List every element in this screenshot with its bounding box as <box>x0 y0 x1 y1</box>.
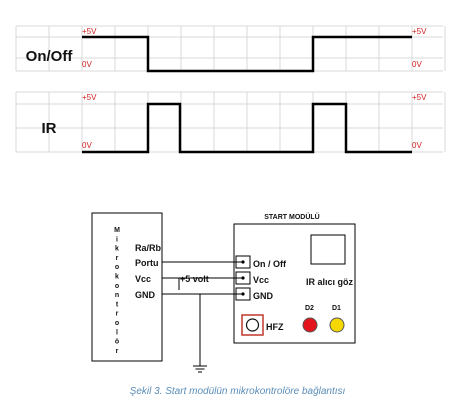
ir-waveform <box>82 102 412 154</box>
wiring <box>162 261 243 366</box>
mcu-box <box>91 212 163 362</box>
mcu-label-letter: o <box>115 283 119 290</box>
hfz-button <box>245 318 260 332</box>
mcu-label-letter: r <box>116 311 119 318</box>
mcu-pin-vcc: Vcc <box>135 274 151 284</box>
onoff-high-label-right: +5V <box>412 27 427 36</box>
onoff-low-label-right: 0V <box>412 60 422 69</box>
signal-name-ir: IR <box>42 120 57 137</box>
mcu-label-letter: M <box>114 227 120 234</box>
timing-grid <box>15 25 446 153</box>
mcu-label-letter: o <box>115 264 119 271</box>
ir-receiver-box <box>310 234 346 265</box>
ir-high-label-left: +5V <box>82 93 97 102</box>
mcu-label-letter: n <box>115 292 119 299</box>
led-d1-yellow <box>329 317 345 333</box>
onoff-low-label-left: 0V <box>82 60 92 69</box>
mcu-label-letter: i <box>116 236 118 243</box>
module-pin-vcc: Vcc <box>253 275 269 285</box>
ir-low-label-left: 0V <box>82 141 92 150</box>
junction-dot <box>241 292 245 296</box>
mcu-label-letter: r <box>116 255 119 262</box>
mcu-pin-rarb: Ra/Rb <box>135 243 162 253</box>
ir-receiver-label: IR alıcı göz <box>306 277 354 287</box>
hfz-label: HFZ <box>266 322 284 332</box>
onoff-high-label-left: +5V <box>82 27 97 36</box>
mcu-label-letter: k <box>115 274 119 281</box>
led-d1-label: D1 <box>332 305 341 312</box>
figure-caption: Şekil 3. Start modülün mikrokontrolöre b… <box>129 386 346 397</box>
ir-high-label-right: +5V <box>412 93 427 102</box>
onoff-waveform <box>82 35 412 73</box>
mcu-label-letter: k <box>115 246 119 253</box>
ir-low-label-right: 0V <box>412 141 422 150</box>
mcu-label-letter: t <box>116 301 119 308</box>
mcu-label-letter: ö <box>115 339 119 346</box>
module-pin-gnd: GND <box>253 291 274 301</box>
ground-symbol <box>193 365 207 373</box>
start-module-title: START MODÜLÜ <box>264 212 319 221</box>
mcu-label-letter: r <box>116 348 119 355</box>
module-pin-onoff: On / Off <box>253 259 287 269</box>
signal-name-onoff: On/Off <box>26 48 74 65</box>
led-d2-label: D2 <box>305 305 314 312</box>
mcu-pin-portu: Portu <box>135 258 159 268</box>
junction-dot <box>241 260 245 264</box>
supply-label: +5 volt <box>180 274 209 284</box>
mcu-label-letter: l <box>116 329 118 336</box>
junction-dot <box>241 276 245 280</box>
mcu-label-letter: o <box>115 320 119 327</box>
mcu-pin-gnd: GND <box>135 290 156 300</box>
timing-diagram: On/Off +5V 0V +5V 0V IR +5V 0V +5V 0V <box>15 25 446 154</box>
led-d2-red <box>302 317 318 333</box>
